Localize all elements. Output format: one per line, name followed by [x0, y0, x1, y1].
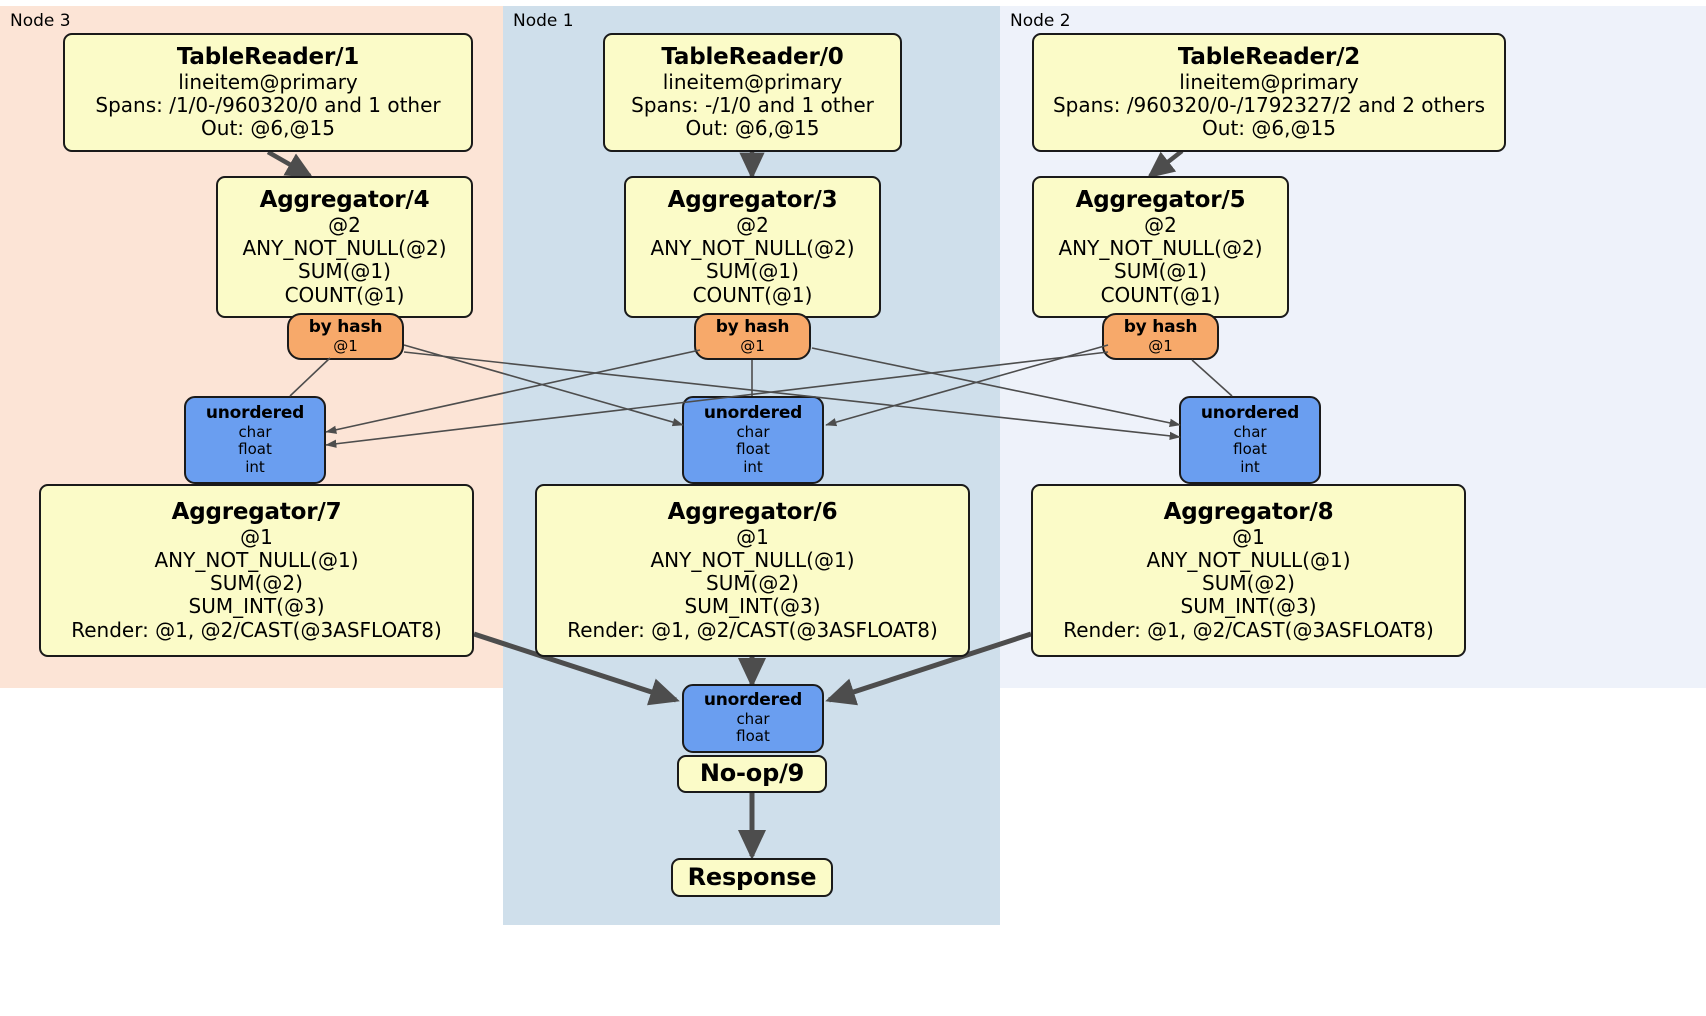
- router-detail-line: float: [238, 440, 272, 459]
- router-detail-line: @1: [1148, 336, 1173, 355]
- processor-title: Aggregator/3: [667, 187, 838, 214]
- router-detail-line: char: [1233, 422, 1267, 441]
- processor-detail-line: ANY_NOT_NULL(@1): [154, 548, 359, 573]
- processor-detail-line: SUM(@1): [298, 259, 391, 284]
- processor-detail-line: Spans: /960320/0-/1792327/2 and 2 others: [1052, 93, 1485, 118]
- processor-detail-line: SUM(@2): [210, 571, 303, 596]
- processor-detail-line: Spans: /1/0-/960320/0 and 1 other: [95, 93, 441, 118]
- processor-detail-line: Out: @6,@15: [685, 116, 820, 141]
- node-panel-label-node1: Node 1: [513, 11, 574, 31]
- processor-detail-line: ANY_NOT_NULL(@2): [242, 236, 447, 261]
- processor-detail-line: @1: [240, 524, 273, 549]
- router-title: unordered: [703, 403, 803, 424]
- router-detail-line: float: [736, 440, 770, 459]
- processor-detail-line: Out: @6,@15: [1202, 116, 1336, 141]
- processor-detail-line: ANY_NOT_NULL(@2): [1058, 236, 1263, 261]
- router-by-hash-node2[interactable]: by hash @1: [1102, 313, 1219, 360]
- processor-aggregator-8[interactable]: Aggregator/8 @1 ANY_NOT_NULL(@1) SUM(@2)…: [1031, 484, 1466, 657]
- router-title: unordered: [703, 690, 803, 711]
- router-detail-line: char: [736, 422, 770, 441]
- processor-title: Response: [687, 862, 817, 891]
- processor-title: TableReader/1: [176, 44, 360, 71]
- router-title: unordered: [1200, 403, 1300, 424]
- processor-noop-9[interactable]: No-op/9: [677, 755, 827, 793]
- processor-detail-line: Out: @6,@15: [201, 116, 335, 141]
- processor-tablereader-0[interactable]: TableReader/0 lineitem@primary Spans: -/…: [603, 33, 902, 152]
- router-detail-line: float: [736, 727, 770, 746]
- router-unordered-node3[interactable]: unordered char float int: [184, 396, 326, 484]
- router-detail-line: @1: [333, 336, 358, 355]
- processor-detail-line: ANY_NOT_NULL(@1): [1146, 548, 1351, 573]
- processor-detail-line: SUM_INT(@3): [1180, 594, 1317, 619]
- processor-tablereader-2[interactable]: TableReader/2 lineitem@primary Spans: /9…: [1032, 33, 1506, 152]
- processor-detail-line: @1: [736, 524, 769, 549]
- processor-title: Aggregator/5: [1075, 187, 1246, 214]
- processor-detail-line: ANY_NOT_NULL(@2): [650, 236, 855, 261]
- processor-response[interactable]: Response: [671, 858, 833, 897]
- processor-detail-line: SUM(@1): [1114, 259, 1207, 284]
- processor-detail-line: @1: [1232, 524, 1265, 549]
- processor-aggregator-6[interactable]: Aggregator/6 @1 ANY_NOT_NULL(@1) SUM(@2)…: [535, 484, 970, 657]
- router-title: by hash: [715, 316, 790, 337]
- router-unordered-final[interactable]: unordered char float: [682, 684, 824, 753]
- router-detail-line: char: [238, 422, 272, 441]
- router-by-hash-node1[interactable]: by hash @1: [694, 313, 811, 360]
- processor-title: No-op/9: [699, 759, 805, 788]
- processor-detail-line: Render: @1, @2/CAST(@3ASFLOAT8): [71, 617, 442, 642]
- processor-detail-line: SUM(@1): [706, 259, 799, 284]
- processor-detail-line: COUNT(@1): [1100, 282, 1221, 307]
- processor-detail-line: Render: @1, @2/CAST(@3ASFLOAT8): [567, 617, 938, 642]
- router-unordered-node2[interactable]: unordered char float int: [1179, 396, 1321, 484]
- processor-detail-line: @2: [328, 212, 361, 237]
- processor-detail-line: SUM_INT(@3): [684, 594, 821, 619]
- processor-detail-line: Spans: -/1/0 and 1 other: [631, 93, 874, 118]
- processor-title: Aggregator/7: [171, 499, 342, 526]
- processor-aggregator-5[interactable]: Aggregator/5 @2 ANY_NOT_NULL(@2) SUM(@1)…: [1032, 176, 1289, 318]
- processor-aggregator-7[interactable]: Aggregator/7 @1 ANY_NOT_NULL(@1) SUM(@2)…: [39, 484, 474, 657]
- processor-detail-line: lineitem@primary: [1179, 70, 1359, 95]
- router-detail-line: float: [1233, 440, 1267, 459]
- processor-title: TableReader/2: [1177, 44, 1361, 71]
- processor-detail-line: @2: [736, 212, 769, 237]
- processor-title: Aggregator/4: [259, 187, 430, 214]
- router-title: unordered: [205, 403, 305, 424]
- processor-detail-line: SUM_INT(@3): [188, 594, 325, 619]
- router-by-hash-node3[interactable]: by hash @1: [287, 313, 404, 360]
- processor-detail-line: COUNT(@1): [692, 282, 813, 307]
- processor-detail-line: ANY_NOT_NULL(@1): [650, 548, 855, 573]
- processor-aggregator-3[interactable]: Aggregator/3 @2 ANY_NOT_NULL(@2) SUM(@1)…: [624, 176, 881, 318]
- processor-detail-line: SUM(@2): [706, 571, 799, 596]
- router-title: by hash: [1123, 316, 1198, 337]
- processor-detail-line: SUM(@2): [1202, 571, 1295, 596]
- router-detail-line: char: [736, 709, 770, 728]
- processor-detail-line: lineitem@primary: [178, 70, 358, 95]
- router-detail-line: int: [1240, 457, 1260, 476]
- router-detail-line: int: [743, 457, 763, 476]
- processor-title: Aggregator/6: [667, 499, 838, 526]
- router-unordered-node1[interactable]: unordered char float int: [682, 396, 824, 484]
- processor-tablereader-1[interactable]: TableReader/1 lineitem@primary Spans: /1…: [63, 33, 473, 152]
- router-detail-line: int: [245, 457, 265, 476]
- processor-detail-line: lineitem@primary: [662, 70, 843, 95]
- processor-detail-line: Render: @1, @2/CAST(@3ASFLOAT8): [1063, 617, 1434, 642]
- processor-title: TableReader/0: [661, 44, 844, 71]
- router-title: by hash: [308, 316, 383, 337]
- processor-title: Aggregator/8: [1163, 499, 1334, 526]
- router-detail-line: @1: [740, 336, 765, 355]
- processor-aggregator-4[interactable]: Aggregator/4 @2 ANY_NOT_NULL(@2) SUM(@1)…: [216, 176, 473, 318]
- node-panel-label-node2: Node 2: [1010, 11, 1071, 31]
- processor-detail-line: COUNT(@1): [284, 282, 405, 307]
- processor-detail-line: @2: [1144, 212, 1177, 237]
- node-panel-label-node3: Node 3: [10, 11, 71, 31]
